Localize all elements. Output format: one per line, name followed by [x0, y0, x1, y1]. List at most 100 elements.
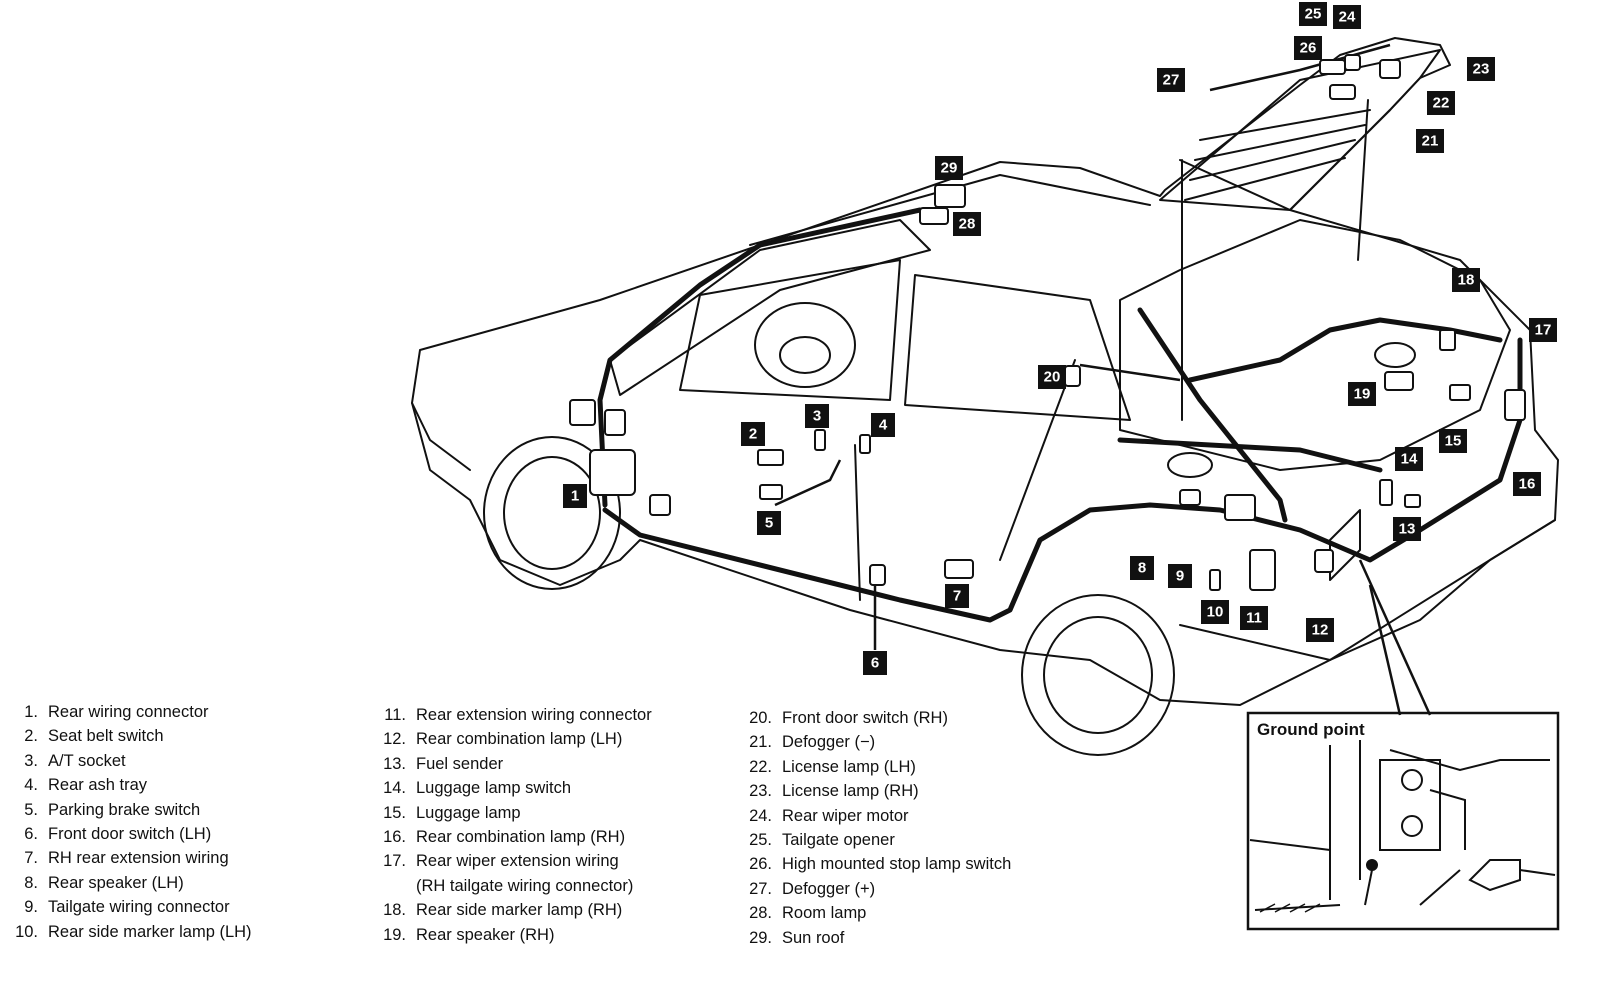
- roof: [749, 174, 1151, 246]
- legend-column-3: 20.Front door switch (RH) 21.Defogger (−…: [740, 706, 1011, 950]
- svg-text:5: 5: [765, 515, 773, 532]
- front-door-window: [679, 259, 901, 401]
- legend-column-1: 1.Rear wiring connector 2.Seat belt swit…: [8, 700, 252, 944]
- legend-item: (RH tailgate wiring connector): [416, 876, 634, 895]
- callout-1: 1: [563, 484, 587, 508]
- connector-1: [589, 449, 636, 496]
- main-harness: [602, 337, 1523, 623]
- callout-27: 27: [1157, 68, 1185, 92]
- svg-text:9: 9: [1176, 568, 1184, 585]
- callout-22: 22: [1427, 91, 1455, 115]
- legend-item: 6.Front door switch (LH): [24, 825, 212, 844]
- speaker-lh: [1167, 452, 1213, 478]
- callout-28: 28: [953, 212, 981, 236]
- callout-10: 10: [1201, 600, 1229, 624]
- svg-text:4: 4: [879, 417, 888, 434]
- ground-point-inset: [1246, 711, 1560, 931]
- legend-item: 19.Rear speaker (RH): [383, 925, 555, 944]
- legend-item: 14.Luggage lamp switch: [383, 779, 572, 798]
- callout-24: 24: [1333, 5, 1361, 29]
- steering-wheel: [754, 302, 856, 388]
- legend-item: 28.Room lamp: [749, 904, 867, 923]
- legend-item: 11.Rear extension wiring connector: [384, 706, 652, 724]
- callout-12: 12: [1306, 618, 1334, 642]
- callout-6: 6: [863, 651, 887, 675]
- svg-text:26: 26: [1300, 40, 1317, 57]
- legend-item: 17.Rear wiper extension wiring: [383, 852, 619, 871]
- svg-text:20: 20: [1044, 369, 1061, 386]
- legend-item: 4.Rear ash tray: [24, 776, 148, 795]
- svg-text:8: 8: [1138, 560, 1146, 577]
- svg-text:12: 12: [1312, 622, 1329, 639]
- callout-5: 5: [757, 511, 781, 535]
- callout-13: 13: [1393, 517, 1421, 541]
- callout-2: 2: [741, 422, 765, 446]
- callout-29: 29: [935, 156, 963, 180]
- svg-text:24: 24: [1339, 9, 1356, 26]
- legend-item: 8.Rear speaker (LH): [24, 873, 184, 892]
- svg-text:28: 28: [959, 216, 976, 233]
- svg-text:17: 17: [1535, 322, 1552, 339]
- legend-item: 25.Tailgate opener: [749, 831, 895, 850]
- svg-text:7: 7: [953, 588, 961, 605]
- legend-item: 2.Seat belt switch: [24, 727, 164, 746]
- legend-item: 27.Defogger (+): [749, 879, 876, 898]
- callout-3: 3: [805, 404, 829, 428]
- svg-text:15: 15: [1445, 433, 1462, 450]
- legend-column-2: 11.Rear extension wiring connector 12.Re…: [374, 703, 652, 947]
- legend-item: 23.License lamp (RH): [749, 782, 919, 801]
- legend-item: 9.Tailgate wiring connector: [24, 898, 230, 917]
- legend-item: 13.Fuel sender: [383, 754, 504, 773]
- callout-18: 18: [1452, 268, 1480, 292]
- legend-item: 24.Rear wiper motor: [749, 806, 909, 825]
- legend-item: 26.High mounted stop lamp switch: [749, 855, 1012, 874]
- svg-text:25: 25: [1305, 6, 1322, 23]
- windshield: [609, 219, 931, 396]
- legend-item: 1.Rear wiring connector: [24, 703, 209, 721]
- legend-item: 7.RH rear extension wiring: [24, 849, 229, 868]
- car-body-outline: [411, 37, 1559, 706]
- callout-25: 25: [1299, 2, 1327, 26]
- ground-point-title: Ground point: [1257, 720, 1365, 739]
- callout-17: 17: [1529, 318, 1557, 342]
- front-wheel: [483, 436, 621, 590]
- svg-text:1: 1: [571, 488, 579, 505]
- svg-text:3: 3: [813, 408, 821, 425]
- svg-text:27: 27: [1163, 72, 1180, 89]
- svg-text:6: 6: [871, 655, 879, 672]
- legend-item: 22.License lamp (LH): [749, 757, 916, 776]
- callout-19: 19: [1348, 382, 1376, 406]
- svg-text:10: 10: [1207, 604, 1224, 621]
- legend-item: 20.Front door switch (RH): [749, 709, 948, 727]
- svg-text:21: 21: [1422, 133, 1439, 150]
- svg-text:23: 23: [1473, 61, 1490, 78]
- legend-item: 10.Rear side marker lamp (LH): [15, 922, 252, 941]
- legend-item: 12.Rear combination lamp (LH): [383, 730, 623, 749]
- svg-text:19: 19: [1354, 386, 1371, 403]
- legend-item: 15.Luggage lamp: [383, 803, 521, 822]
- callout-20: 20: [1038, 365, 1066, 389]
- callout-4: 4: [871, 413, 895, 437]
- svg-text:18: 18: [1458, 272, 1475, 289]
- svg-text:14: 14: [1401, 451, 1418, 468]
- rear-door-window: [904, 274, 1131, 421]
- callout-15: 15: [1439, 429, 1467, 453]
- legend-item: 3.A/T socket: [24, 751, 126, 770]
- callout-23: 23: [1467, 57, 1495, 81]
- speaker-rh: [1374, 342, 1416, 368]
- svg-text:11: 11: [1246, 610, 1262, 627]
- callout-9: 9: [1168, 564, 1192, 588]
- callout-8: 8: [1130, 556, 1154, 580]
- legend-item: 5.Parking brake switch: [24, 800, 201, 819]
- rear-bumper: [1179, 519, 1556, 661]
- legend-item: 21.Defogger (−): [749, 733, 876, 752]
- callout-21: 21: [1416, 129, 1444, 153]
- callout-16: 16: [1513, 472, 1541, 496]
- svg-text:29: 29: [941, 160, 958, 177]
- svg-text:22: 22: [1433, 95, 1450, 112]
- callout-11: 11: [1240, 606, 1268, 630]
- legend-item: 16.Rear combination lamp (RH): [383, 828, 626, 847]
- svg-text:16: 16: [1519, 476, 1536, 493]
- legend-item: 29.Sun roof: [749, 928, 845, 947]
